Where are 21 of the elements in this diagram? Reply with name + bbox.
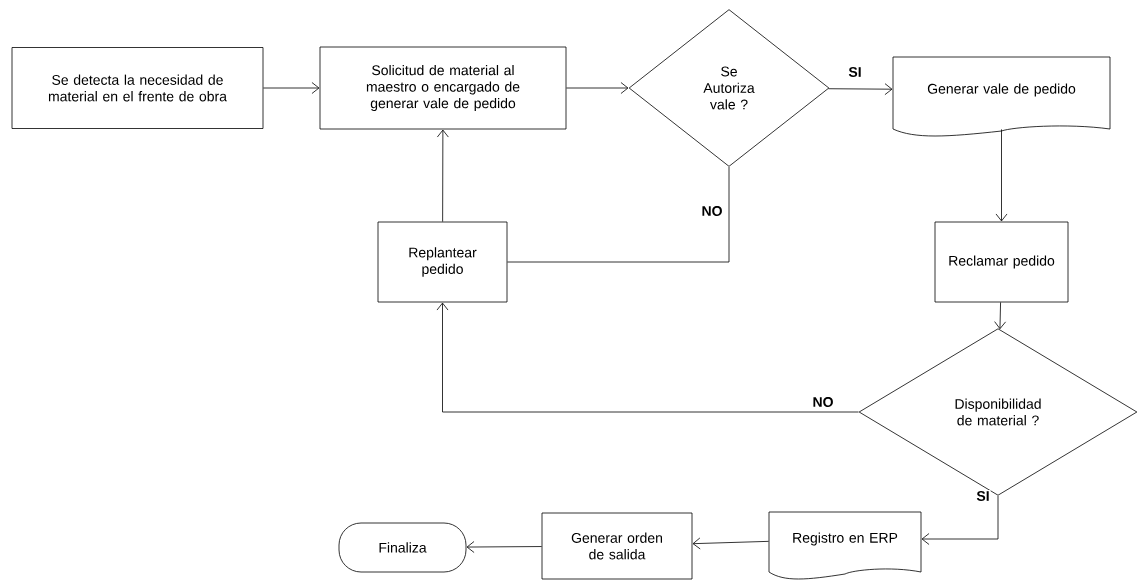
process-box: Reclamar pedido [934,221,1069,303]
document-box: Generar vale de pedido [892,56,1111,137]
process-box: Generar orden de salida [541,512,693,580]
arrow [566,82,629,94]
arrow [436,302,859,413]
arrow [994,302,1006,330]
process-box: Solicitud de material al maestro o encargado de generar vale de pedido [319,46,567,130]
edge-label: NO [811,396,835,408]
arrow [263,82,320,94]
edge-label: SI [975,490,991,502]
document-box: Registro en ERP [768,511,922,580]
arrow [436,129,449,222]
edge-label: SI [847,66,863,78]
arrow [921,495,999,545]
process-box: Replantear pedido [377,221,508,303]
edge-label: NO [700,205,724,217]
arrow [995,129,1008,222]
arrow [828,83,893,96]
arrow [692,537,769,550]
arrow [466,541,542,553]
process-box: Se detecta la necesidad de material en el frente de obra [11,47,264,129]
